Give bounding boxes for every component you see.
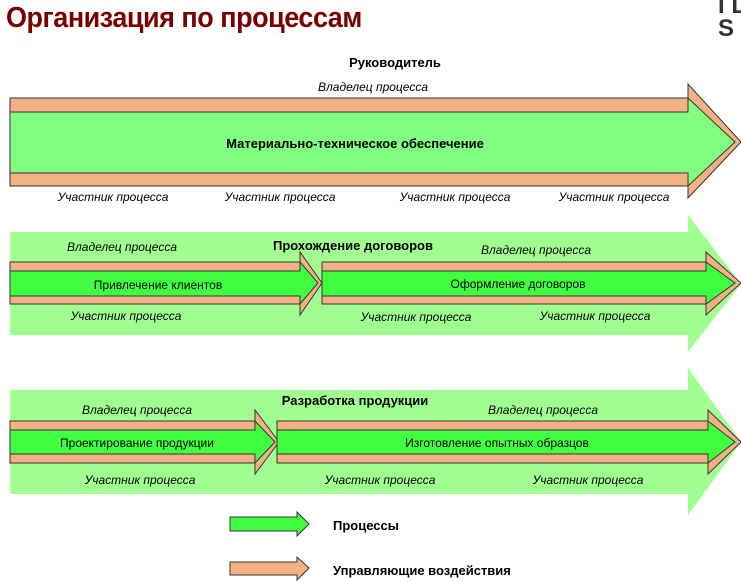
section3-sub2-label: Изготовление опытных образцов [405, 436, 589, 450]
section3-sub1-process-arrow [9, 419, 276, 465]
section3-owner-label-2: Владелец процесса [487, 403, 599, 417]
section2-sub1-process-arrow [9, 260, 319, 306]
logo-line-2: S C [718, 15, 741, 42]
section2-participant-label-2: Участник процесса [360, 310, 472, 324]
section2-sub1-label: Привлечение клиентов [93, 278, 223, 292]
legend-management-label: Управляющие воздействия [333, 563, 511, 578]
logo-line-1: I L [718, 0, 741, 19]
section2-sub2-label: Оформление договоров [450, 277, 586, 291]
section3-participant-label-2: Участник процесса [324, 473, 436, 487]
page-title: Организация по процессам [6, 2, 362, 34]
legend-management-swatch [229, 555, 310, 582]
section2-owner-label-1: Владелец процесса [66, 240, 178, 254]
section2-participant-label-1: Участник процесса [70, 309, 182, 323]
section3-participant-label-3: Участник процесса [532, 473, 644, 487]
section1-main-process-label: Материально-техническое обеспечение [226, 136, 484, 151]
section1-participant-label-4: Участник процесса [558, 190, 670, 204]
section1-heading: Руководитель [349, 55, 441, 70]
section2-participant-label-3: Участник процесса [539, 309, 651, 323]
section3-sub1-label: Проектирование продукции [60, 436, 214, 450]
section1-participant-label-1: Участник процесса [57, 190, 169, 204]
section2-sub2-process-arrow [321, 261, 736, 305]
section2-heading: Прохождение договоров [273, 238, 433, 253]
logo: I L S C [718, 0, 741, 42]
section3-participant-label-1: Участник процесса [84, 473, 196, 487]
legend-processes-label: Процессы [333, 518, 399, 533]
legend-process-swatch [229, 510, 310, 538]
section1-participant-label-2: Участник процесса [224, 190, 336, 204]
section3-heading: Разработка продукции [281, 393, 429, 408]
section3-owner-label-1: Владелец процесса [81, 403, 193, 417]
section2-owner-label-2: Владелец процесса [480, 243, 592, 257]
section1-process-arrow [9, 96, 736, 188]
section1-participant-label-3: Участник процесса [399, 190, 511, 204]
section3-sub2-process-arrow [276, 419, 736, 465]
section1-owner-label: Владелец процесса [317, 80, 429, 94]
